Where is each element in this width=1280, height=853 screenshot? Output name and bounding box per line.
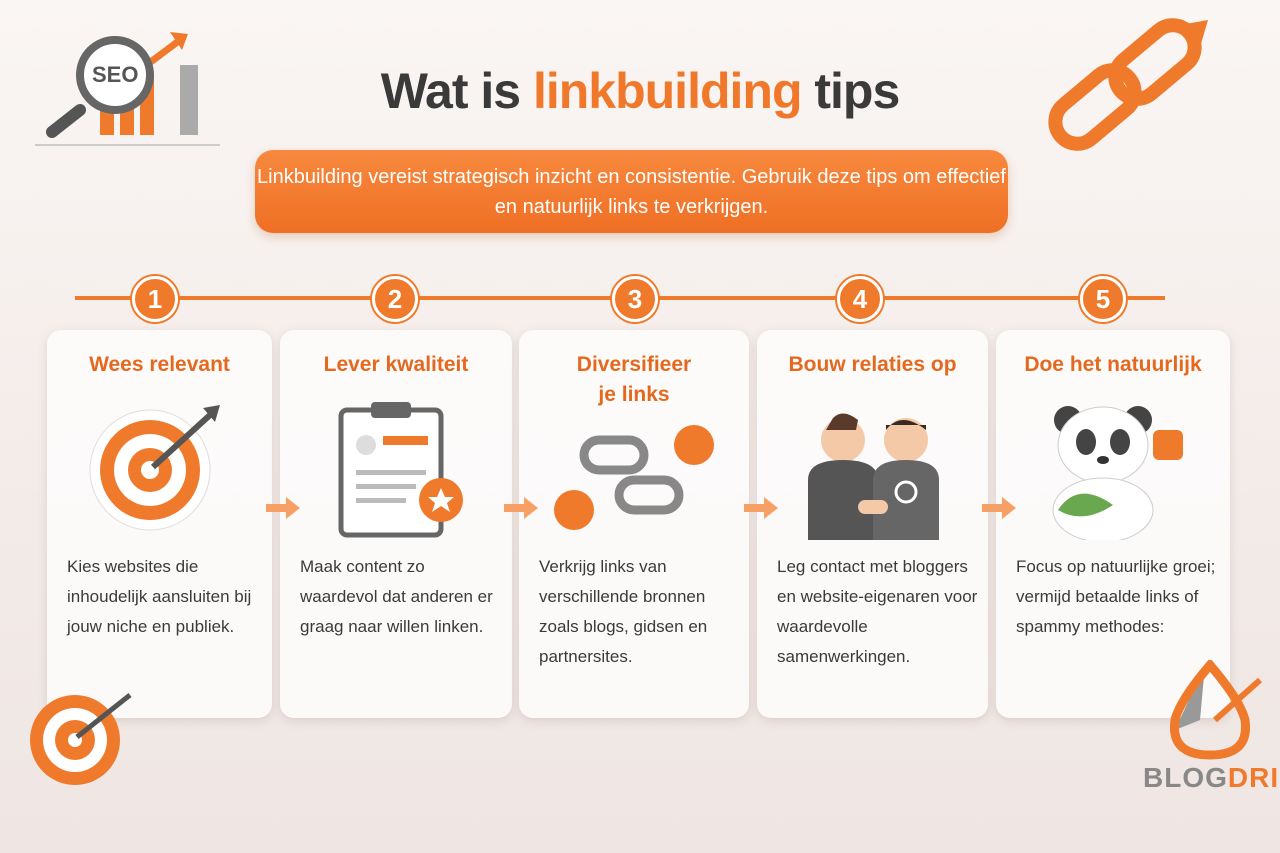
tip-title: Bouw relaties op (788, 353, 957, 376)
target-icon (25, 685, 145, 795)
tip-title: Diversifieer je links (576, 353, 692, 406)
tip-card-4: Bouw relaties op Leg contact met blogger… (757, 330, 988, 718)
tip-title: Doe het natuurlijk (1024, 353, 1202, 376)
intro-banner: Linkbuilding vereist strategisch inzicht… (255, 150, 1008, 233)
seo-label: SEO (92, 62, 139, 87)
step-number-4: 4 (837, 276, 883, 322)
chain-links-icon (549, 425, 719, 545)
tip-text: Maak content zo waardevol dat anderen er… (300, 557, 493, 636)
tip-text: Verkrijg links van verschillende bronnen… (539, 557, 708, 666)
step-number-2: 2 (372, 276, 418, 322)
clipboard-award-icon (311, 400, 481, 540)
tip-card-3: Diversifieer je links Verkrijg links van… (519, 330, 749, 718)
arrow-right-icon (266, 497, 300, 519)
arrow-right-icon (744, 497, 778, 519)
blogdrip-logo: BLOGDRIP (1143, 762, 1280, 793)
blogdrip-logo-icon (1165, 658, 1265, 760)
tip-card-5: Doe het natuurlijk Focus op natuurlijke … (996, 330, 1230, 718)
chain-link-icon (1030, 15, 1230, 165)
target-icon (75, 400, 245, 540)
arrow-right-icon (982, 497, 1016, 519)
handshake-icon (788, 400, 958, 540)
page-title: Wat is linkbuilding tips (380, 63, 901, 119)
tip-title: Lever kwaliteit (323, 353, 469, 376)
panda-icon (1028, 400, 1198, 543)
tip-text: Focus op natuurlijke groei; vermijd beta… (1016, 557, 1216, 636)
step-number-1: 1 (132, 276, 178, 322)
tip-card-1: Wees relevant Kies websites die inhoudel… (47, 330, 272, 718)
arrow-right-icon (504, 497, 538, 519)
tip-text: Leg contact met bloggers en website-eige… (777, 557, 978, 666)
tip-text: Kies websites die inhoudelijk aansluiten… (67, 557, 252, 636)
tip-title: Wees relevant (89, 353, 230, 376)
step-number-3: 3 (612, 276, 658, 322)
step-number-5: 5 (1080, 276, 1126, 322)
seo-magnifier-icon: SEO (30, 20, 230, 150)
tip-card-2: Lever kwaliteit Maak content zo waardevo… (280, 330, 512, 718)
